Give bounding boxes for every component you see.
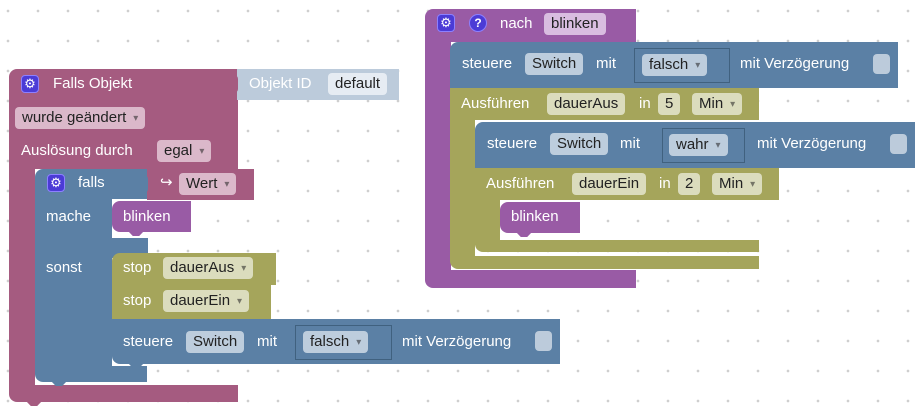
value-dropdown[interactable]: falsch	[303, 331, 369, 353]
delay-checkbox[interactable]	[890, 134, 907, 154]
timeout-spine	[475, 199, 500, 245]
if-label: falls	[78, 174, 105, 191]
else-label: sonst	[46, 259, 82, 276]
timeout-amount-field[interactable]: 5	[658, 93, 681, 115]
delay-label: mit Verzögerung	[757, 135, 867, 152]
call-blinken-block[interactable]	[500, 202, 580, 233]
return-arrow-icon: ↪	[160, 174, 173, 191]
control-with-label: mit	[596, 55, 616, 72]
if-block-footer	[35, 366, 147, 382]
control-object-field[interactable]: Switch	[525, 53, 584, 75]
gear-icon[interactable]: ⚙	[437, 14, 455, 32]
gear-icon[interactable]: ⚙	[47, 174, 65, 192]
procedure-spine	[425, 41, 451, 277]
timeout-unit-dropdown[interactable]: Min	[712, 173, 763, 195]
if-block-bottom-notch	[51, 381, 67, 386]
delay-label: mit Verzögerung	[740, 55, 850, 72]
trigger-block-spine	[9, 168, 35, 390]
control-label: steuere	[123, 333, 174, 350]
value-dropdown[interactable]: falsch	[642, 54, 708, 76]
object-id-field[interactable]: default	[328, 73, 388, 95]
value-dropdown[interactable]: wahr	[669, 134, 728, 156]
timeout-footer	[450, 256, 759, 269]
trigger-block-footer	[9, 385, 238, 402]
help-icon[interactable]: ?	[469, 14, 487, 32]
timeout-unit-dropdown[interactable]: Min	[692, 93, 743, 115]
timeout-timer-field[interactable]: dauerAus	[547, 93, 626, 115]
if-block-spine	[35, 198, 112, 374]
do-call-label: blinken	[123, 208, 171, 225]
do-label: mache	[46, 208, 92, 225]
delay-checkbox[interactable]	[873, 54, 890, 74]
timeout-amount-field[interactable]: 2	[678, 173, 701, 195]
stop-label: stop	[123, 292, 152, 309]
procedure-label: nach	[500, 15, 533, 32]
control-bottom-notch	[128, 363, 144, 368]
trigger-by-label: Auslösung durch	[21, 142, 133, 159]
timeout-label: Ausführen	[486, 175, 555, 192]
stop-label: stop	[123, 259, 152, 276]
delay-checkbox[interactable]	[535, 331, 552, 351]
control-with-label: mit	[257, 333, 277, 350]
input-connector-notch	[139, 175, 148, 193]
event-dropdown[interactable]: wurde geändert	[15, 107, 146, 129]
input-connector-notch	[229, 75, 238, 93]
control-object-field[interactable]: Switch	[550, 133, 609, 155]
timeout-timer-field[interactable]: dauerEin	[572, 173, 647, 195]
procedure-name-field[interactable]: blinken	[544, 13, 606, 35]
stop-timer-dropdown[interactable]: dauerAus	[163, 257, 254, 279]
trigger-by-dropdown[interactable]: egal	[157, 140, 212, 162]
timeout-in-label: in	[659, 175, 671, 192]
trigger-title: Falls Objekt	[53, 75, 133, 92]
gear-icon[interactable]: ⚙	[21, 75, 39, 93]
trigger-block-bottom-notch	[26, 401, 42, 406]
stop-timer-dropdown[interactable]: dauerEin	[163, 290, 250, 312]
call-label: blinken	[511, 208, 559, 225]
control-with-label: mit	[620, 135, 640, 152]
timeout-label: Ausführen	[461, 95, 530, 112]
timeout-spine	[450, 119, 475, 259]
control-object-field[interactable]: Switch	[186, 331, 245, 353]
condition-dropdown[interactable]: Wert	[179, 173, 237, 195]
call-bottom-notch	[516, 232, 532, 237]
do-call-blinken[interactable]	[112, 201, 191, 232]
call-bottom-notch	[128, 231, 144, 236]
procedure-footer	[425, 270, 636, 288]
control-label: steuere	[487, 135, 538, 152]
control-label: steuere	[462, 55, 513, 72]
delay-label: mit Verzögerung	[402, 333, 512, 350]
timeout-footer	[475, 240, 759, 252]
object-id-label: Objekt ID	[249, 75, 312, 92]
timeout-in-label: in	[639, 95, 651, 112]
